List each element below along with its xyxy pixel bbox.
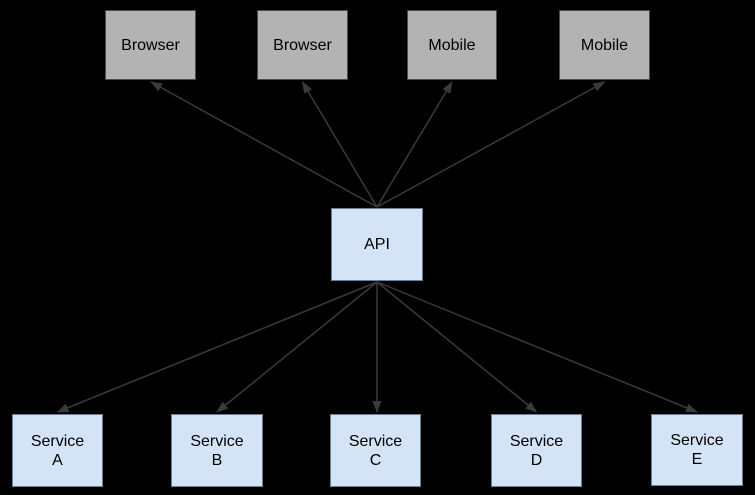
node-label: Service <box>190 432 244 450</box>
node-label: Mobile <box>428 36 476 54</box>
service-node-d: Service D <box>491 414 582 487</box>
edge-api-service-d <box>376 281 538 413</box>
node-label: Service <box>30 432 85 450</box>
edge-api-service-a <box>56 281 378 413</box>
node-label: Browser <box>121 36 180 54</box>
service-node-c: Service C <box>330 414 421 487</box>
client-node-mobile-1: Mobile <box>407 10 497 80</box>
service-node-a: Service A <box>12 414 103 487</box>
edge-api-browser-2 <box>301 81 378 208</box>
client-node-browser-2: Browser <box>257 10 348 80</box>
service-node-b: Service B <box>171 414 263 487</box>
node-label: API <box>364 236 390 253</box>
node-sublabel: A <box>52 451 63 469</box>
edge-api-mobile-2 <box>376 81 606 208</box>
node-sublabel: C <box>369 451 382 469</box>
node-label: Service <box>509 432 564 450</box>
node-sublabel: D <box>530 451 543 469</box>
client-node-browser-1: Browser <box>105 10 196 80</box>
edge-api-browser-1 <box>150 81 378 208</box>
client-node-mobile-2: Mobile <box>559 10 650 80</box>
api-node: API <box>331 208 423 281</box>
node-sublabel: E <box>691 451 703 468</box>
service-node-e: Service E <box>651 414 743 486</box>
node-sublabel: B <box>211 451 223 469</box>
node-label: Mobile <box>580 36 629 54</box>
node-label: Browser <box>273 36 332 54</box>
edge-api-service-b <box>216 281 378 413</box>
node-label: Service <box>348 432 403 450</box>
edge-api-mobile-1 <box>376 81 453 208</box>
node-label: Service <box>670 432 724 449</box>
edge-api-service-e <box>376 281 698 413</box>
